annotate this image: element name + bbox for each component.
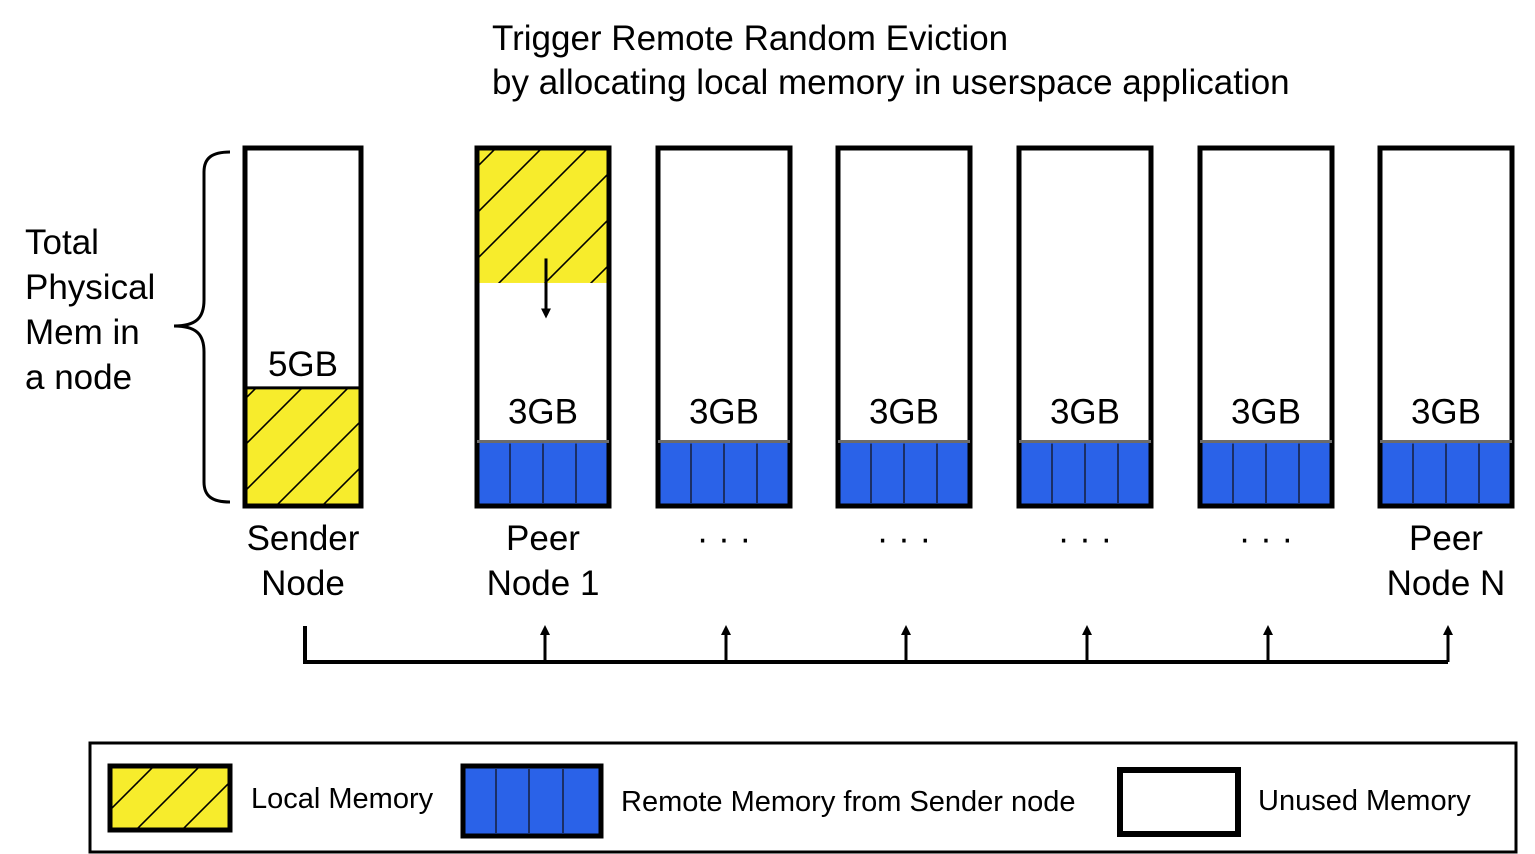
brace-label-line-3: Mem in — [25, 313, 140, 352]
brace-label-line-2: Physical — [25, 268, 155, 307]
legend-label-remote: Remote Memory from Sender node — [621, 786, 1076, 818]
node-peer-n-name-line-2: Node N — [1387, 564, 1506, 603]
node-peer-5-size-label: 3GB — [1231, 393, 1301, 432]
node-peer-1-name-line-2: Node 1 — [487, 564, 600, 603]
brace-label-line-4: a node — [25, 358, 132, 397]
title-line-2: by allocating local memory in userspace … — [492, 63, 1290, 102]
node-peer-2-size-label: 3GB — [689, 393, 759, 432]
legend-label-unused: Unused Memory — [1258, 785, 1471, 817]
node-peer-3-name-line-1: · · · — [877, 519, 931, 558]
brace-label-line-1: Total — [25, 223, 99, 262]
node-peer-n-size-label: 3GB — [1411, 393, 1481, 432]
legend-swatch-local — [107, 763, 233, 833]
node-peer-1-size-label: 3GB — [508, 393, 578, 432]
node-sender-name-line-2: Node — [261, 564, 345, 603]
node-peer-2: 3GB · · · — [655, 145, 793, 558]
legend-swatch-remote — [460, 763, 604, 839]
sender-to-peers-connectors — [303, 625, 1453, 664]
title-line-1: Trigger Remote Random Eviction — [492, 19, 1008, 58]
legend-swatch-unused — [1117, 767, 1241, 837]
node-sender-local-memory — [247, 387, 359, 504]
node-peer-4-size-label: 3GB — [1050, 393, 1120, 432]
node-peer-4: 3GB · · · — [1016, 145, 1154, 558]
node-sender-name-line-1: Sender — [247, 519, 360, 558]
node-peer-3-size-label: 3GB — [869, 393, 939, 432]
node-peer-3: 3GB · · · — [835, 145, 973, 558]
legend-label-local: Local Memory — [251, 783, 434, 815]
node-peer-5: 3GB · · · — [1197, 145, 1335, 558]
node-peer-n-name-line-1: Peer — [1409, 519, 1483, 558]
node-peer-1-new-local-memory — [479, 150, 607, 283]
node-sender-size-label: 5GB — [268, 345, 338, 384]
total-memory-brace — [173, 150, 231, 504]
node-peer-1-name-line-1: Peer — [506, 519, 580, 558]
legend-box — [88, 741, 1518, 854]
node-peer-4-name-line-1: · · · — [1058, 519, 1112, 558]
node-peer-2-name-line-1: · · · — [697, 519, 751, 558]
node-peer-5-name-line-1: · · · — [1239, 519, 1293, 558]
